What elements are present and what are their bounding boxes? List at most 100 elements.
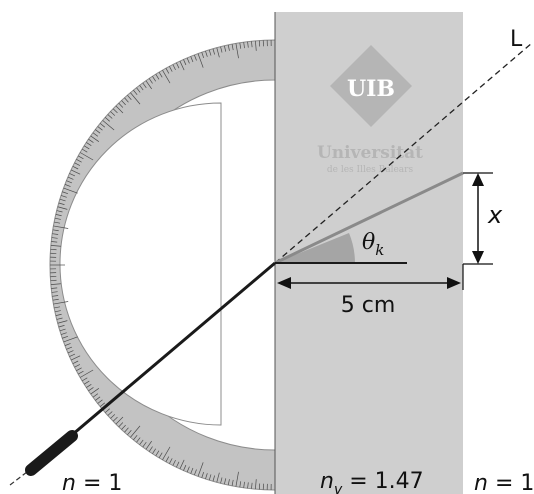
protractor-tick: [69, 353, 76, 357]
protractor-tick: [104, 408, 110, 413]
protractor-tick: [107, 411, 113, 416]
protractor-tick: [52, 233, 59, 235]
protractor-tick: [208, 49, 212, 56]
protractor-tick: [216, 472, 220, 483]
protractor-tick: [124, 97, 129, 103]
protractor-tick: [52, 229, 59, 232]
protractor-tick: [112, 108, 118, 114]
protractor-tick: [118, 102, 124, 108]
protractor-tick: [97, 399, 103, 404]
protractor-tick: [231, 44, 234, 51]
protractor-tick: [205, 473, 208, 480]
protractor-tick: [63, 336, 78, 343]
protractor-tick: [50, 283, 61, 285]
protractor-tick: [201, 52, 205, 59]
protractor-tick: [81, 377, 88, 382]
protractor-tick: [235, 471, 239, 487]
protractor-tick: [84, 380, 90, 385]
protractor-tick: [251, 41, 253, 48]
university-logo: UIB Universitat de les Illes Balears: [317, 45, 423, 175]
protractor-tick: [145, 80, 152, 90]
protractor-tick: [74, 162, 81, 166]
protractor-tick: [176, 62, 180, 69]
protractor-tick: [139, 85, 144, 91]
protractor-tick: [148, 446, 153, 452]
logo-name: Universitat: [317, 143, 423, 163]
n-glass-var: n: [320, 469, 334, 494]
protractor-tick: [84, 145, 90, 150]
protractor-tick: [194, 54, 197, 61]
protractor-scale: [50, 40, 272, 490]
protractor-tick: [54, 306, 61, 309]
protractor-tick: [99, 123, 106, 128]
protractor-tick: [227, 44, 230, 51]
distance-arrow-right-head: [447, 277, 461, 289]
protractor-tick: [239, 42, 242, 49]
protractor-tick: [205, 50, 208, 57]
protractor-tick: [235, 43, 239, 59]
angle-wedge: [275, 233, 355, 263]
protractor-tick: [224, 478, 227, 485]
protractor-tick: [72, 166, 79, 170]
protractor-tick: [190, 56, 194, 63]
protractor-tick: [243, 481, 245, 488]
incident-ray-back: [9, 461, 41, 486]
protractor-tick: [186, 57, 190, 64]
protractor-tick: [54, 221, 61, 224]
protractor-tick: [102, 120, 115, 131]
line-l-label: L: [510, 27, 523, 52]
protractor-tick: [127, 94, 132, 100]
protractor-tick: [183, 464, 187, 471]
protractor-tick: [136, 437, 141, 443]
protractor-tick: [176, 461, 180, 468]
angle-label: θk: [362, 230, 384, 259]
protractor-tick: [162, 446, 171, 461]
offset-label: x: [487, 201, 503, 229]
protractor-tick: [81, 148, 88, 153]
protractor-tick: [152, 76, 157, 82]
protractor-tick: [172, 64, 176, 71]
protractor-tick: [90, 135, 100, 142]
protractor-tick: [90, 388, 100, 395]
protractor-tick: [50, 245, 61, 247]
protractor-tick: [63, 187, 78, 194]
n-left-var: n: [62, 471, 76, 494]
protractor-tick: [136, 87, 141, 93]
offset-arrow-top-head: [472, 173, 484, 186]
protractor-tick: [79, 369, 94, 378]
distance-label: 5 cm: [341, 293, 396, 318]
protractor-tick: [155, 450, 160, 456]
protractor-tick: [190, 467, 194, 474]
protractor-tick: [115, 105, 124, 114]
protractor-tick: [224, 45, 227, 52]
angle-symbol: θ: [362, 230, 375, 255]
protractor-tick: [194, 469, 197, 476]
protractor-tick: [70, 355, 81, 361]
protractor-tick: [79, 152, 94, 161]
protractor-tick: [54, 217, 61, 220]
protractor-tick: [158, 71, 163, 78]
protractor-tick: [107, 114, 113, 119]
protractor-tick: [133, 89, 138, 96]
protractor-tick: [127, 430, 132, 436]
protractor-tick: [139, 439, 144, 445]
protractor-tick: [70, 169, 81, 175]
protractor-tick: [76, 159, 82, 163]
protractor-tick: [148, 78, 153, 84]
protractor-tick: [88, 138, 94, 143]
protractor-tick: [231, 479, 234, 486]
protractor-tick: [59, 328, 66, 332]
protractor-tick: [104, 117, 110, 122]
offset-arrow-bottom-head: [472, 251, 484, 264]
protractor-tick: [165, 68, 170, 74]
logo-mark: UIB: [347, 76, 395, 102]
protractor-tick: [92, 132, 99, 137]
protractor-tick: [142, 82, 147, 89]
protractor-tick: [172, 459, 176, 466]
protractor-tick: [69, 173, 76, 177]
protractor-tick: [130, 425, 141, 438]
protractor-tick: [208, 474, 212, 481]
protractor-tick: [86, 142, 92, 147]
laser-pointer: [25, 430, 78, 476]
